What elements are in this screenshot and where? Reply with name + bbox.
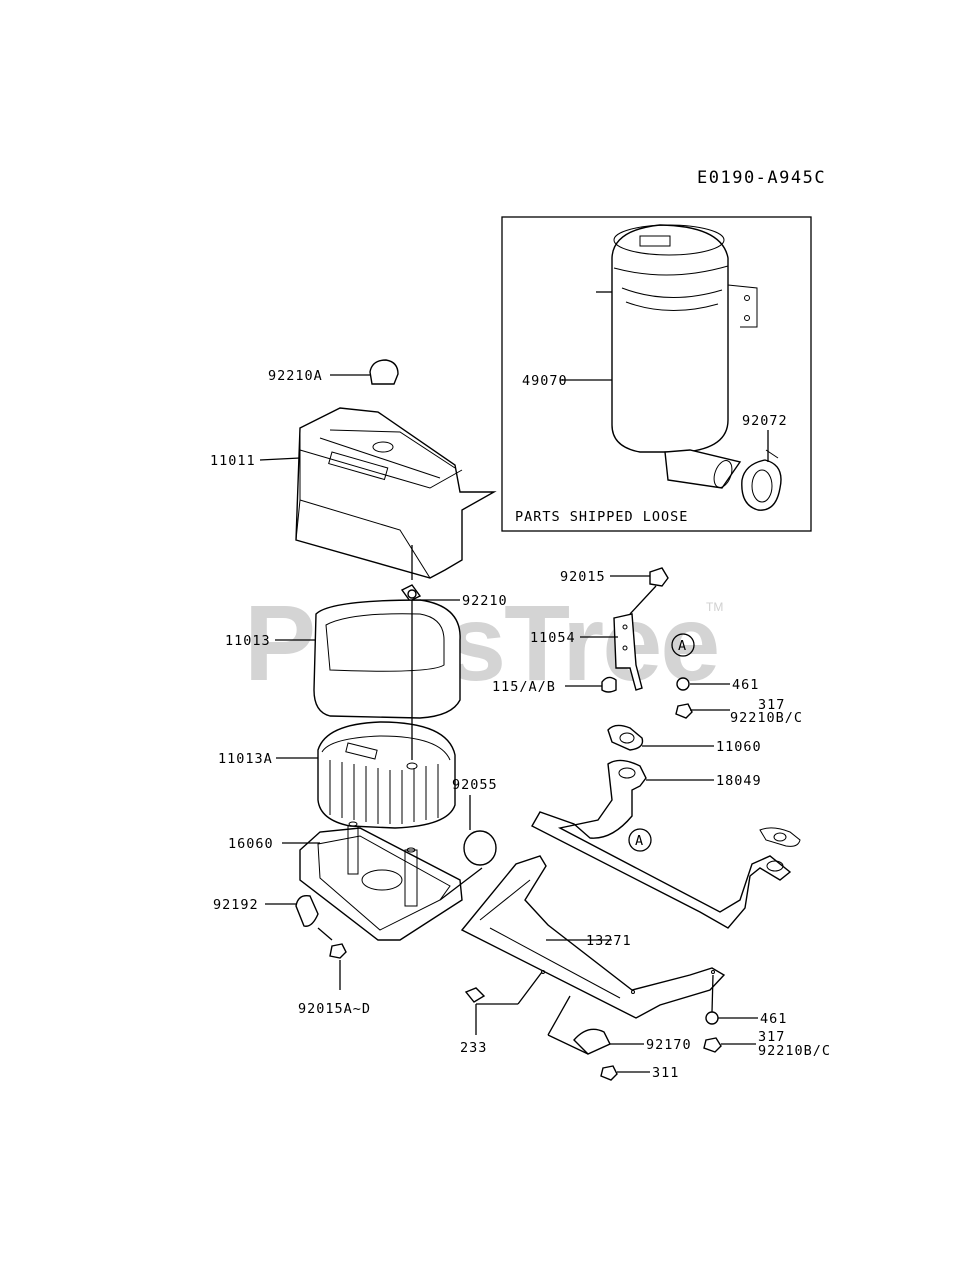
part-49070-muffler-cover [611, 224, 758, 489]
part-461-washer-upper [676, 677, 690, 691]
callout-92015: 92015 [560, 569, 606, 585]
part-92055-oring [463, 830, 497, 866]
part-18049-exhaust-pipe [531, 759, 801, 929]
callout-18049: 18049 [716, 773, 762, 789]
part-92210-wingnut [400, 584, 422, 602]
callout-a-lower: A [635, 833, 644, 849]
part-16060-base [299, 821, 463, 941]
callout-92210bc-upper: 92210B/C [730, 710, 803, 726]
callout-317-upper: 317 [758, 697, 785, 713]
callout-92072: 92072 [742, 413, 788, 429]
watermark-trademark: TM [706, 600, 723, 614]
part-317-nut-upper [675, 703, 693, 719]
callout-311: 311 [652, 1065, 679, 1081]
callout-a-upper: A [678, 638, 687, 654]
part-92210a-knob [369, 359, 399, 385]
part-11060-gasket [607, 724, 644, 751]
callout-461-upper: 461 [732, 677, 759, 693]
callout-49070: 49070 [522, 373, 568, 389]
callout-92210: 92210 [462, 593, 508, 609]
part-461-washer-lower [705, 1011, 719, 1025]
part-11013a-element [317, 721, 456, 829]
inset-box: PARTS SHIPPED LOOSE [501, 216, 812, 532]
callout-92170: 92170 [646, 1037, 692, 1053]
part-92015ad-nut [329, 943, 347, 959]
ref-marker-circle-a2 [628, 828, 652, 852]
callout-92210bc-lower: 92210B/C [758, 1043, 831, 1059]
part-11054-bracket [613, 567, 669, 691]
callout-11011: 11011 [210, 453, 256, 469]
callout-11054: 11054 [530, 630, 576, 646]
part-92072-clamp [741, 449, 782, 511]
callout-92210a: 92210A [268, 368, 323, 384]
part-317-nut-lower [703, 1037, 722, 1053]
part-92170-clamp [573, 1028, 611, 1055]
callout-16060: 16060 [228, 836, 274, 852]
part-11011-cover [295, 407, 497, 579]
callout-11060: 11060 [716, 739, 762, 755]
callout-233: 233 [460, 1040, 487, 1056]
ref-marker-circle-a1 [671, 633, 695, 657]
callout-317-lower: 317 [758, 1029, 785, 1045]
callout-11013: 11013 [225, 633, 271, 649]
part-13271-shield [460, 855, 726, 1019]
leader-lines [259, 291, 769, 1073]
callout-92192: 92192 [213, 897, 259, 913]
callout-461-lower: 461 [760, 1011, 787, 1027]
part-115ab-bolt [601, 676, 617, 693]
part-11013-precleaner [313, 599, 461, 719]
part-92192-hose [295, 895, 319, 927]
callout-92055: 92055 [452, 777, 498, 793]
inset-caption: PARTS SHIPPED LOOSE [515, 509, 688, 525]
part-311-nut [600, 1065, 618, 1081]
callout-92015ad: 92015A~D [298, 1001, 371, 1017]
callout-11013a: 11013A [218, 751, 273, 767]
callout-13271: 13271 [586, 933, 632, 949]
callout-115ab: 115/A/B [492, 679, 556, 695]
diagram-id: E0190-A945C [697, 168, 826, 188]
part-233-clip [464, 987, 486, 1003]
